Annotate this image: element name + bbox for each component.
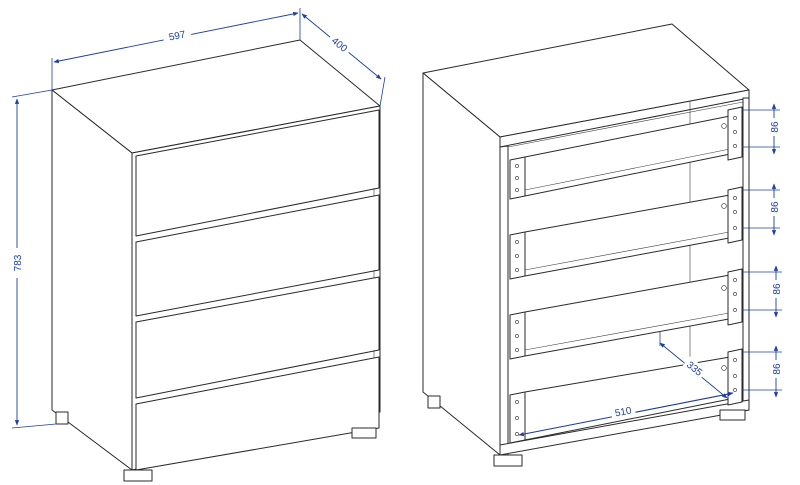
drawer-height-label-2: 86 (770, 201, 781, 213)
height-label: 783 (13, 254, 24, 271)
drawer-height-dimension-1: 86 (742, 103, 782, 155)
closed-dresser-view: 597 400 783 (10, 8, 386, 482)
width-label: 597 (168, 29, 187, 43)
drawer-box-3 (509, 268, 743, 360)
carcass-right-stile (742, 97, 750, 412)
drawer-width-label: 510 (614, 405, 633, 419)
drawer-height-label-1: 86 (770, 121, 781, 133)
drawer-front-1 (135, 109, 380, 237)
drawer-height-label-4: 86 (772, 363, 783, 375)
carcass-foot-back-left (427, 395, 441, 409)
drawer-front-2 (135, 194, 380, 317)
drawer-height-dimension-2: 86 (742, 183, 782, 236)
foot-back-left (55, 411, 69, 425)
foot-front-right (351, 427, 377, 439)
drawer-front-3 (135, 276, 380, 399)
carcass-left-stile (499, 145, 509, 456)
drawer-height-dimension-3: 86 (742, 265, 784, 318)
carcass-foot-front-left (493, 454, 523, 467)
drawer-height-dimension-4: 86 (742, 345, 784, 398)
drawer-front-4 (135, 356, 380, 471)
open-carcass-view: 86 86 86 86 335 (422, 23, 784, 467)
foot-front-left (123, 469, 153, 482)
drawer-width-dimension: 510 (518, 391, 734, 437)
drawer-box-2 (509, 186, 743, 280)
drawer-height-label-3: 86 (772, 283, 783, 295)
carcass-foot-front-right (719, 409, 746, 421)
